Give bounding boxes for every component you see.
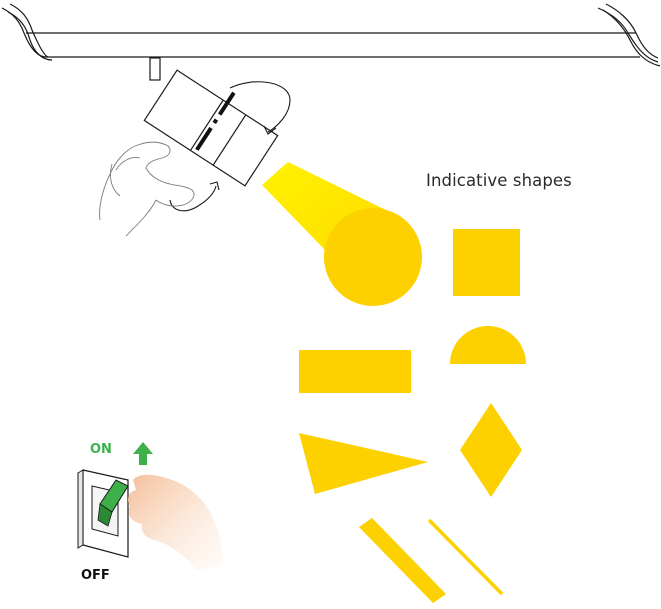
indicative-shapes-group [299, 229, 526, 603]
up-arrow-icon [133, 442, 153, 465]
trapezoid-shape [299, 433, 428, 494]
adjusting-hand-icon [99, 141, 195, 237]
track-rail [1, 3, 661, 67]
square-shape [453, 229, 520, 296]
rectangle-shape [299, 350, 411, 393]
thick-line-shape [359, 518, 446, 603]
switch-hand-icon [128, 474, 223, 570]
switch-off-label: OFF [81, 568, 110, 583]
rotation-arrows-icon [169, 81, 291, 212]
half-circle-shape [450, 326, 526, 364]
diamond-shape [460, 403, 522, 497]
switch-on-label: ON [90, 442, 112, 457]
projected-circle-shape [324, 208, 422, 306]
thin-line-shape [427, 518, 504, 596]
indicative-shapes-label: Indicative shapes [426, 171, 572, 190]
wall-switch [77, 469, 129, 558]
spotlight-fixture [143, 57, 279, 187]
